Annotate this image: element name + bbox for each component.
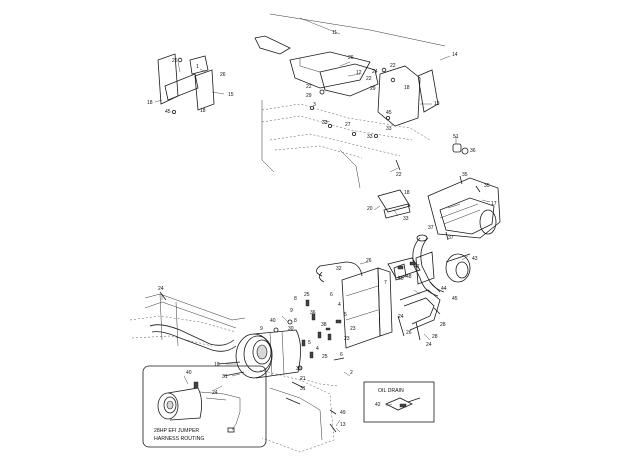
- callout-10: 10: [214, 362, 220, 368]
- callout-22: 22: [390, 63, 396, 69]
- callout-15: 15: [228, 92, 234, 98]
- callout-18: 18: [404, 190, 410, 196]
- callout-30: 30: [288, 326, 294, 332]
- callout-24: 24: [372, 69, 378, 75]
- upper-frame-assembly: [157, 13, 446, 189]
- callout-33: 33: [386, 126, 392, 132]
- callout-6: 6: [340, 352, 343, 358]
- callout-26: 26: [366, 258, 372, 264]
- callout-35: 35: [484, 183, 490, 189]
- callout-39: 39: [296, 366, 302, 372]
- callout-31: 31: [222, 374, 228, 380]
- callout-24: 24: [158, 286, 164, 292]
- callout-1: 1: [196, 64, 199, 70]
- oil-drain-title: OIL DRAIN: [378, 388, 404, 394]
- callout-24: 24: [426, 342, 432, 348]
- callout-48: 48: [406, 274, 412, 280]
- callout-45: 45: [452, 296, 458, 302]
- callout-26: 26: [406, 330, 412, 336]
- callout-11: 11: [332, 30, 337, 36]
- callout-44: 44: [441, 286, 447, 292]
- callout-43: 43: [472, 256, 478, 262]
- callout-8: 8: [294, 318, 297, 324]
- callout-37: 37: [448, 235, 454, 241]
- callout-38: 38: [321, 322, 327, 328]
- callout-29: 29: [370, 86, 376, 92]
- callout-36: 36: [470, 148, 476, 154]
- engine-clutch-assembly: [217, 299, 345, 405]
- callout-33: 33: [403, 216, 409, 222]
- callout-49: 49: [340, 410, 346, 416]
- callout-4: 4: [316, 346, 319, 352]
- callout-40: 40: [186, 370, 192, 376]
- callout-45: 45: [165, 109, 171, 115]
- callout-22: 22: [396, 172, 402, 178]
- oil-drain-inset: [363, 381, 435, 423]
- callout-29: 29: [306, 93, 312, 99]
- engine-mount-plate: [316, 257, 441, 349]
- callout-23: 23: [344, 336, 350, 342]
- callout-26: 26: [172, 58, 178, 64]
- callout-50: 50: [398, 276, 404, 282]
- lower-frame-rails: [129, 291, 337, 453]
- callout-26: 26: [220, 72, 226, 78]
- callout-20: 20: [367, 206, 373, 212]
- callout-27: 27: [345, 122, 351, 128]
- callout-22: 22: [366, 76, 372, 82]
- harness-routing-label-line1: 28HP EFI JUMPER: [154, 428, 199, 434]
- callout-24: 24: [212, 390, 218, 396]
- callout-13: 13: [340, 422, 346, 428]
- callout-22: 22: [306, 84, 312, 90]
- callout-31: 31: [300, 386, 306, 392]
- callout-5: 5: [344, 312, 347, 318]
- callout-7: 7: [384, 280, 387, 286]
- callout-6: 6: [330, 292, 333, 298]
- leader-lines: [154, 55, 491, 433]
- callout-36: 36: [310, 310, 316, 316]
- callout-18: 18: [200, 108, 206, 114]
- callout-9: 9: [290, 308, 293, 314]
- callout-3: 3: [313, 102, 316, 108]
- callout-14: 14: [452, 52, 458, 58]
- callout-4: 4: [338, 302, 341, 308]
- callout-25: 25: [304, 292, 310, 298]
- callout-47: 47: [414, 264, 420, 270]
- harness-routing-label-line2: HARNESS ROUTING: [154, 436, 204, 442]
- callout-17: 17: [491, 201, 497, 207]
- callout-23: 23: [350, 326, 356, 332]
- callout-numbers: 11 14 26 1 26 15 18 45 18 26 12 24 22 22…: [147, 30, 497, 428]
- callout-37: 37: [428, 225, 434, 231]
- callout-18: 18: [404, 85, 410, 91]
- callout-33: 33: [322, 120, 328, 126]
- callout-13: 13: [434, 101, 440, 107]
- callout-28: 28: [432, 334, 438, 340]
- callout-32: 32: [336, 266, 342, 272]
- callout-42: 42: [375, 402, 381, 408]
- callout-33: 33: [367, 134, 373, 140]
- callout-2: 2: [350, 370, 353, 376]
- callout-28: 28: [440, 322, 446, 328]
- callout-24: 24: [398, 314, 404, 320]
- callout-12: 12: [356, 70, 362, 76]
- callout-51: 51: [453, 134, 459, 140]
- callout-35: 35: [462, 172, 468, 178]
- callout-21: 21: [300, 376, 306, 382]
- harness-routing-inset: [142, 365, 267, 448]
- callout-40: 40: [270, 318, 276, 324]
- callout-26: 26: [348, 55, 354, 61]
- callout-18: 18: [147, 100, 153, 106]
- callout-8: 8: [294, 296, 297, 302]
- callout-25: 25: [322, 354, 328, 360]
- callout-9: 9: [260, 326, 263, 332]
- callout-45: 45: [386, 110, 392, 116]
- callout-5: 5: [308, 340, 311, 346]
- muffler-assembly: [377, 143, 501, 297]
